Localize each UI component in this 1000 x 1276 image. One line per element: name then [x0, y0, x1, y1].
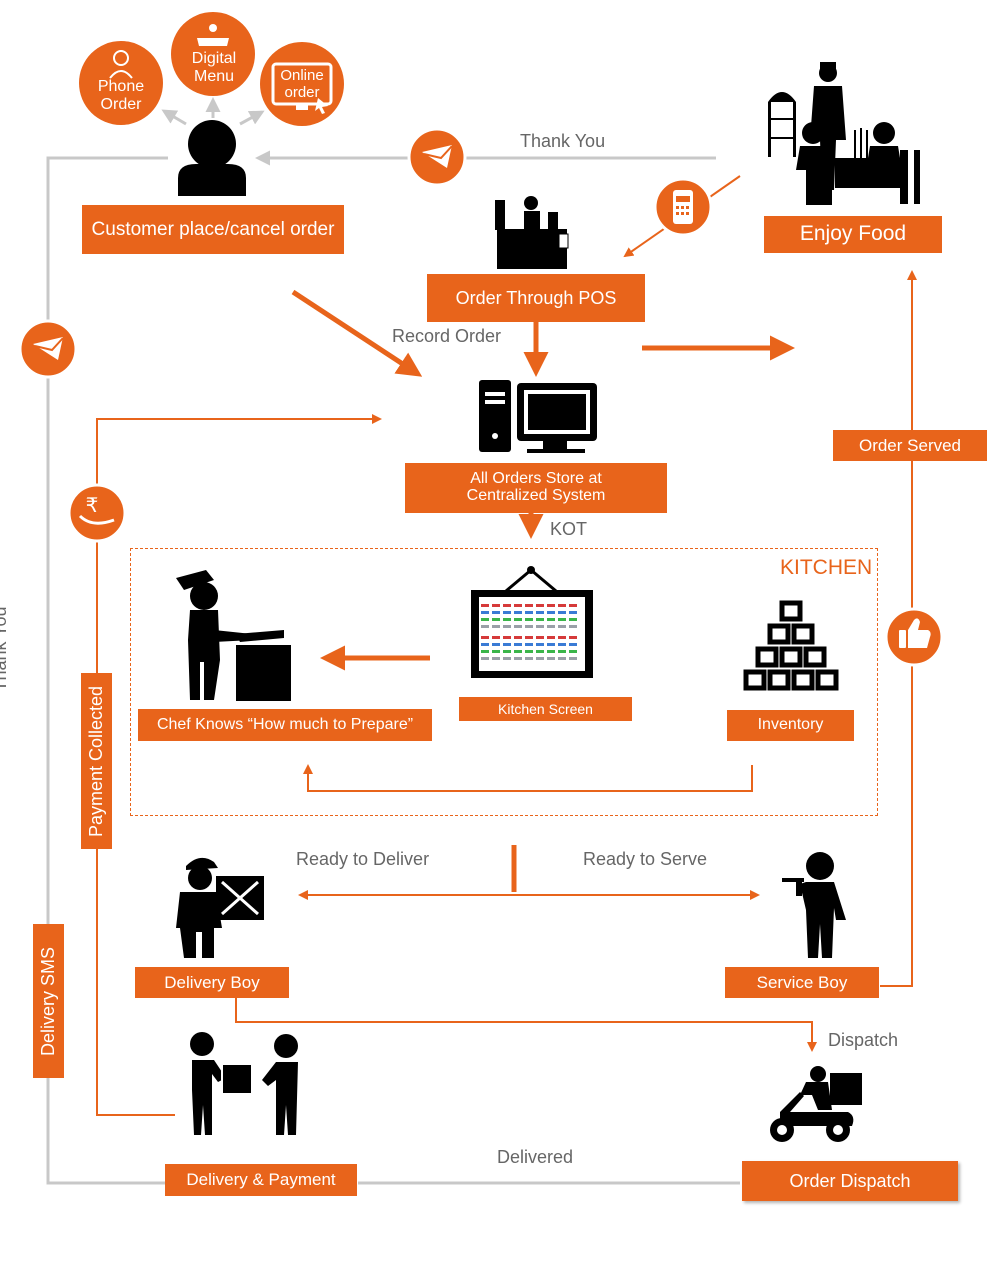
gray-small-arrows: [161, 97, 265, 126]
enjoy-food-label[interactable]: Enjoy Food: [764, 216, 942, 253]
thank-you-side-string: Thank You: [0, 606, 10, 692]
inventory-boxes-icon: [743, 600, 839, 691]
pos-terminal-icon: [495, 196, 569, 269]
thank-you-top-text: Thank You: [520, 131, 606, 151]
kitchen-screen-icon: [471, 566, 593, 678]
waiter-icon: [782, 852, 846, 958]
dispatch-text: Dispatch: [828, 1030, 899, 1050]
kitchen-screen-label[interactable]: Kitchen Screen: [459, 697, 632, 721]
delivery-sms-label[interactable]: Delivery SMS: [33, 924, 64, 1078]
gray-loop-line: [46, 150, 740, 1185]
ready-to-deliver-text: Ready to Deliver: [296, 849, 430, 869]
digital-menu-text[interactable]: Digital Menu: [191, 50, 237, 85]
payment-collected-text: Payment Collected: [86, 685, 107, 837]
computer-icon: [479, 380, 597, 453]
kot-text: KOT: [550, 519, 588, 539]
scooter-icon: [770, 1066, 862, 1142]
online-order-icon: [260, 42, 344, 126]
svg-text:₹: ₹: [86, 493, 99, 517]
kitchen-area: [130, 548, 878, 816]
delivery-sms-text: Delivery SMS: [38, 946, 58, 1056]
kitchen-title: KITCHEN: [780, 556, 873, 579]
handover-icon: [190, 1032, 298, 1135]
message-icon: [18, 319, 78, 379]
order-through-pos-label[interactable]: Order Through POS: [427, 274, 645, 322]
bill-icon: [653, 177, 713, 237]
phone-order-text[interactable]: Phone Order: [97, 78, 145, 113]
chef-icon: [176, 570, 291, 701]
customer-order-label[interactable]: Customer place/cancel order: [82, 205, 344, 254]
record-order-text: Record Order: [392, 326, 502, 346]
message-icon: [407, 127, 467, 187]
order-served-label[interactable]: Order Served: [833, 430, 987, 461]
delivery-payment-label[interactable]: Delivery & Payment: [165, 1164, 357, 1196]
thank-you-side-text: Thank You: [0, 571, 44, 691]
delivered-text: Delivered: [497, 1147, 574, 1167]
rupee-payment-icon: ₹: [67, 483, 127, 543]
phone-order-icon: [79, 41, 163, 125]
payment-collected-label[interactable]: Payment Collected: [81, 673, 112, 849]
thumbs-up-icon: [884, 607, 944, 667]
service-boy-label[interactable]: Service Boy: [725, 967, 879, 998]
delivery-boy-icon: [176, 857, 264, 958]
order-dispatch-label[interactable]: Order Dispatch: [742, 1161, 958, 1201]
inventory-label[interactable]: Inventory: [727, 710, 854, 741]
delivery-boy-label[interactable]: Delivery Boy: [135, 967, 289, 998]
chef-label[interactable]: Chef Knows “How much to Prepare”: [138, 709, 432, 741]
centralized-system-label[interactable]: All Orders Store at Centralized System: [405, 463, 667, 513]
orange-connectors: [96, 175, 917, 1116]
restaurant-dining-icon: [768, 62, 920, 205]
online-order-text[interactable]: Online order: [280, 67, 324, 101]
ready-to-serve-text: Ready to Serve: [583, 849, 708, 869]
person-icon: [178, 120, 246, 196]
digital-menu-icon: [171, 12, 255, 96]
